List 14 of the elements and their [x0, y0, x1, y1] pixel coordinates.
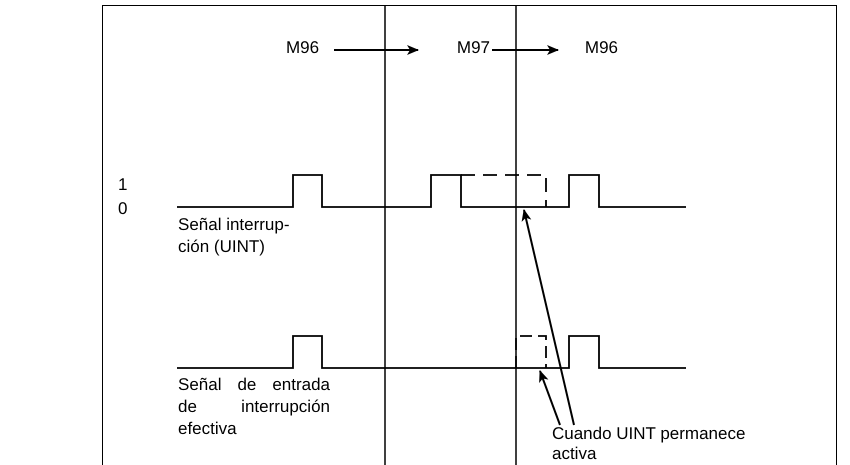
signal-text: M97: [456, 38, 490, 58]
level-label: 0: [118, 198, 128, 220]
signal-text: M96: [584, 38, 618, 58]
arrow: [539, 370, 561, 426]
arrow: [334, 45, 419, 55]
arrow: [522, 209, 575, 426]
dashed-pulse-drawing: [461, 174, 547, 207]
level-label: 1: [118, 174, 128, 196]
signal-text: Cuando UINT permanece activa: [552, 424, 746, 464]
signal-text: M96: [286, 38, 320, 58]
signal-label: Señal interrup-ción (UINT): [178, 214, 291, 258]
dashed-pulse-drawing: [515, 335, 547, 368]
arrow: [492, 45, 559, 55]
signal-label: Señal de entrada de interrupción efectiva: [178, 374, 330, 440]
